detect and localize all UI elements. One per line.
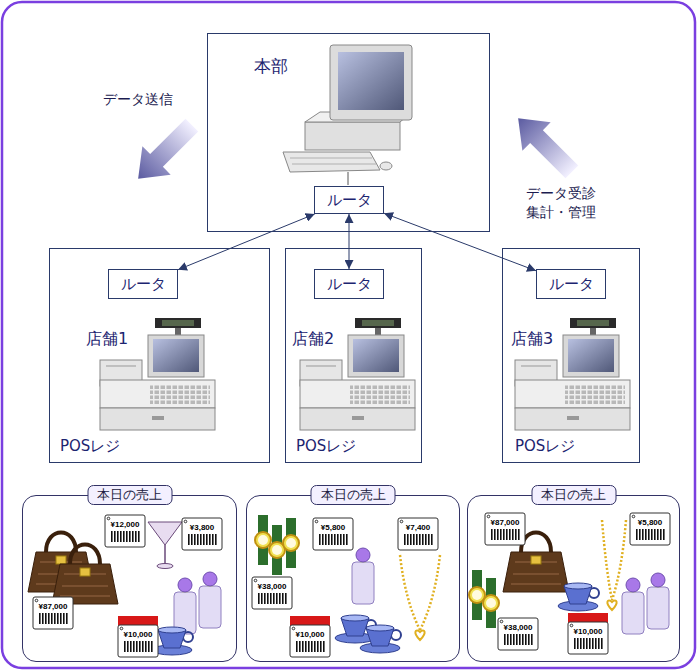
price-tag [568, 622, 608, 654]
sales-box: 本日の売上 [246, 495, 460, 662]
network-link [349, 214, 350, 269]
price-label: ¥10,000 [290, 630, 330, 640]
computer-illustration [380, 162, 392, 170]
goods-illustration [607, 600, 616, 610]
goods-illustration [558, 583, 599, 611]
computer-illustration [283, 45, 412, 185]
goods-illustration [164, 545, 166, 565]
router-label: ルータ [549, 275, 594, 293]
router-label: ルータ [327, 275, 372, 293]
store-box: 店舗2POSレジ ルータ [285, 248, 422, 463]
headquarters-label: 本部 [254, 56, 288, 76]
store-box: 店舗1POSレジ ルータ [49, 248, 270, 463]
price-label: ¥12,000 [105, 520, 145, 530]
goods-illustration [400, 555, 440, 630]
transfer-arrow [124, 111, 206, 193]
transfer-arrow [504, 104, 586, 186]
goods-illustration [352, 548, 374, 604]
network-link [384, 213, 536, 271]
pos-register-illustration [100, 318, 215, 430]
store-label: 店舗3 [511, 329, 553, 348]
flow-label: データ送信 [103, 90, 173, 109]
price-tag [252, 577, 292, 609]
goods-illustration [415, 630, 424, 640]
pos-register-illustration [300, 318, 415, 430]
computer-illustration [338, 52, 404, 110]
goods-illustration [283, 518, 299, 568]
router-box: ルータ [536, 269, 606, 299]
sales-heading: 本日の売上 [311, 485, 396, 505]
price-label: ¥5,800 [313, 523, 353, 533]
transfer-arrow [124, 111, 206, 193]
transfer-arrow [504, 104, 586, 186]
price-tag [398, 518, 438, 550]
goods-illustration [647, 573, 669, 629]
router-box: ルータ [314, 186, 384, 214]
computer-illustration [305, 122, 400, 150]
price-label: ¥10,000 [118, 630, 158, 640]
price-label: ¥3,800 [182, 523, 222, 533]
price-label: ¥38,000 [498, 623, 538, 633]
price-label: ¥5,800 [630, 518, 670, 528]
price-tag [33, 597, 73, 629]
pos-register-illustration [515, 318, 630, 430]
router-label: ルータ [121, 275, 166, 293]
price-tag [630, 513, 670, 545]
goods-illustration [622, 578, 644, 634]
goods-illustration [469, 570, 485, 620]
goods-illustration [174, 578, 196, 634]
price-tag [33, 513, 670, 657]
sales-box: 本日の売上 [22, 495, 237, 662]
price-label: ¥10,000 [568, 627, 608, 637]
router-box: ルータ [314, 269, 384, 299]
price-tag [498, 618, 538, 650]
flow-label: データ受診 集計・管理 [520, 184, 602, 222]
goods-illustration [483, 578, 499, 628]
store-label: 店舗1 [86, 329, 128, 348]
computer-illustration [283, 152, 380, 172]
headquarters-box: 本部ルータ [207, 33, 490, 232]
computer-illustration [290, 158, 376, 164]
price-tag [313, 518, 353, 550]
store-label: POSレジ [296, 437, 356, 455]
price-tag [290, 625, 330, 657]
store-box: 店舗3POSレジ ルータ [502, 248, 640, 463]
price-tag [118, 625, 158, 657]
computer-illustration [330, 45, 412, 120]
price-label: ¥38,000 [252, 582, 292, 592]
network-link [178, 214, 315, 270]
goods-illustration [602, 520, 626, 600]
store-label: POSレジ [515, 437, 575, 455]
goods-illustration [255, 515, 271, 565]
price-label: ¥87,000 [485, 518, 525, 528]
price-tag [105, 515, 145, 547]
price-label: ¥7,400 [398, 523, 438, 533]
goods-illustration [199, 572, 221, 628]
store-label: 店舗2 [292, 329, 334, 348]
store-label: POSレジ [60, 437, 120, 455]
sales-box: 本日の売上 [467, 495, 680, 662]
price-label: ¥87,000 [33, 602, 73, 612]
goods-illustration [269, 525, 285, 575]
goods-illustration [148, 522, 182, 545]
goods-illustration [52, 545, 118, 605]
router-label: ルータ [327, 191, 372, 209]
price-tag [485, 513, 525, 545]
goods-illustration [360, 625, 401, 653]
sales-heading: 本日の売上 [87, 485, 172, 505]
router-box: ルータ [108, 269, 178, 299]
price-tag [182, 518, 222, 550]
goods-illustration [157, 564, 173, 569]
sales-heading: 本日の売上 [531, 485, 616, 505]
pos-register-illustration [100, 318, 630, 430]
computer-illustration [348, 172, 349, 185]
